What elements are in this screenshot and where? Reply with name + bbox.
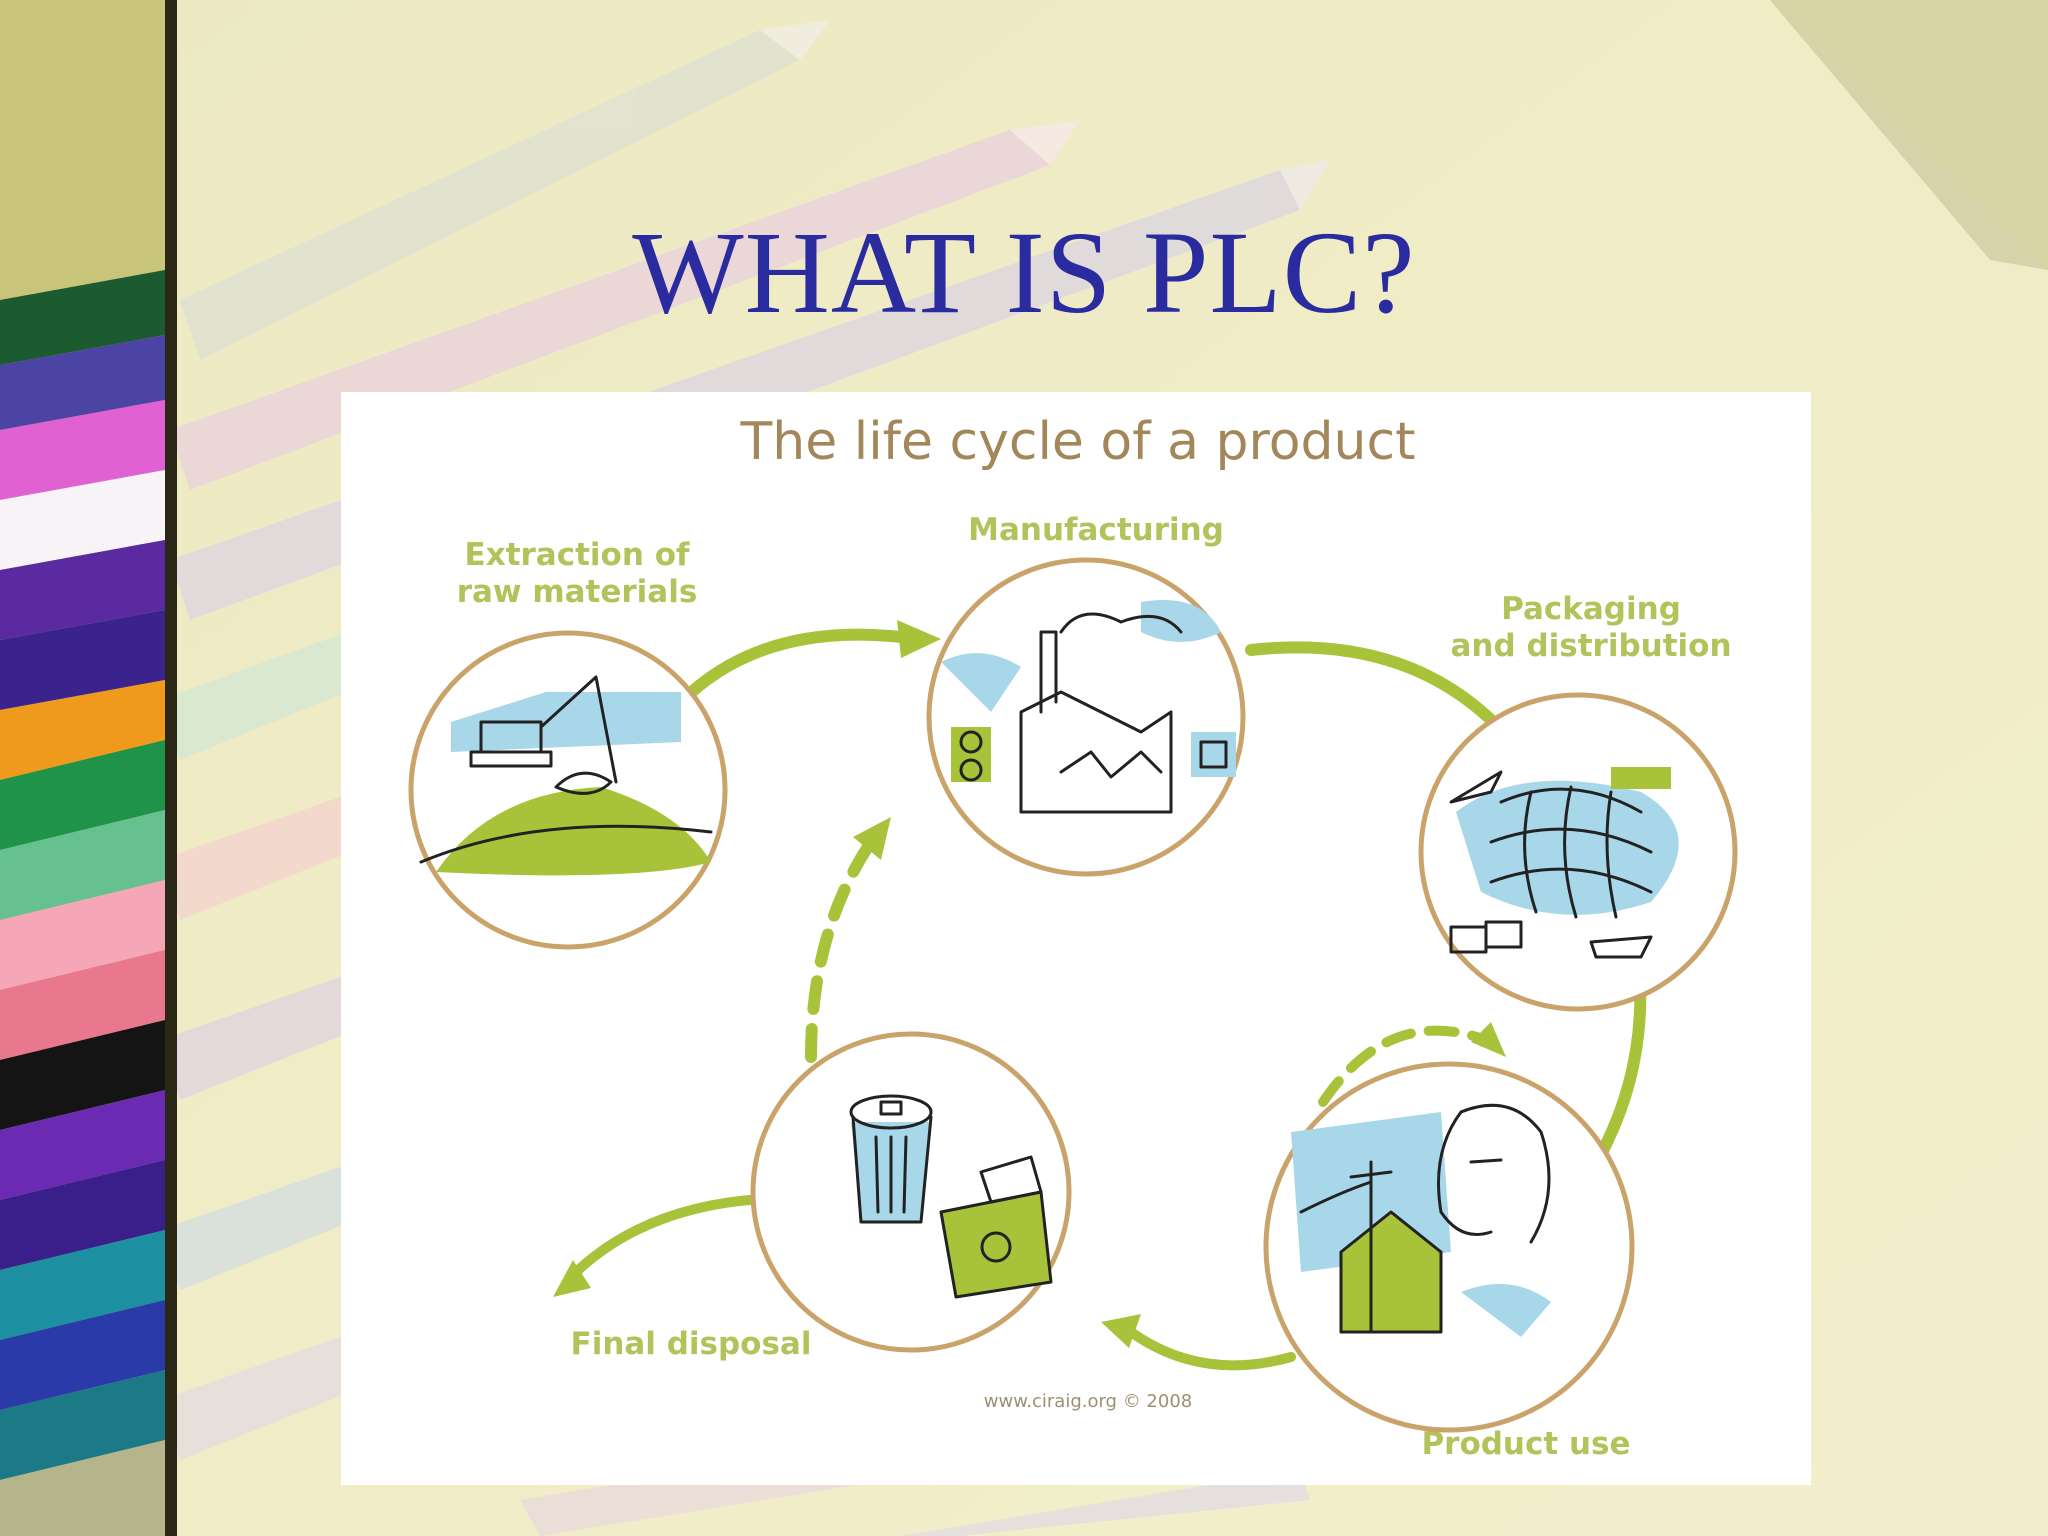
trash-recycling-icon bbox=[849, 1094, 1053, 1299]
arrow-extraction-to-manufacturing bbox=[675, 628, 907, 708]
arrow-recycle-dashed bbox=[805, 836, 877, 1063]
label-packaging-line1: Packaging bbox=[1501, 591, 1681, 627]
stage-extraction bbox=[408, 630, 728, 950]
credit-line: www.ciraig.org © 2008 bbox=[984, 1391, 1193, 1412]
band-shadow bbox=[165, 0, 177, 1536]
label-packaging-line2: and distribution bbox=[1450, 628, 1731, 664]
arrowhead-reuse bbox=[1471, 1022, 1506, 1057]
colored-pencil-stripes bbox=[0, 270, 165, 1536]
label-extraction-line2: raw materials bbox=[457, 574, 698, 610]
label-extraction-line1: Extraction of bbox=[465, 537, 690, 573]
arrow-manufacturing-to-packaging bbox=[1245, 641, 1512, 741]
stage-packaging bbox=[1418, 692, 1738, 1012]
excavator-icon bbox=[419, 675, 713, 864]
person-house-icon bbox=[1299, 1103, 1551, 1334]
stage-manufacturing bbox=[926, 557, 1246, 877]
arrowhead-recycle bbox=[853, 817, 891, 860]
stage-final-disposal bbox=[750, 1031, 1072, 1353]
diagram-panel: The life cycle of a product Extraction o… bbox=[341, 392, 1811, 1485]
arrow-disposal-out bbox=[566, 1194, 766, 1282]
stage-product-use bbox=[1263, 1061, 1635, 1433]
factory-icon bbox=[959, 612, 1228, 814]
arrow-reuse-dashed bbox=[1318, 1025, 1496, 1107]
arrow-use-to-disposal bbox=[1126, 1327, 1296, 1371]
arrowhead-disposal-back bbox=[1101, 1314, 1141, 1348]
label-final-disposal: Final disposal bbox=[571, 1326, 812, 1362]
diagram-heading: The life cycle of a product bbox=[740, 412, 1416, 472]
globe-transport-icon bbox=[1449, 770, 1653, 959]
arrowhead-manufacturing bbox=[897, 620, 941, 658]
label-manufacturing: Manufacturing bbox=[968, 512, 1224, 548]
arrowhead-disposal-out bbox=[553, 1260, 591, 1297]
life-cycle-diagram: The life cycle of a product Extraction o… bbox=[408, 412, 1738, 1462]
slide-title: WHAT IS PLC? bbox=[632, 207, 1416, 338]
page-fold-corner bbox=[1770, 0, 2048, 270]
